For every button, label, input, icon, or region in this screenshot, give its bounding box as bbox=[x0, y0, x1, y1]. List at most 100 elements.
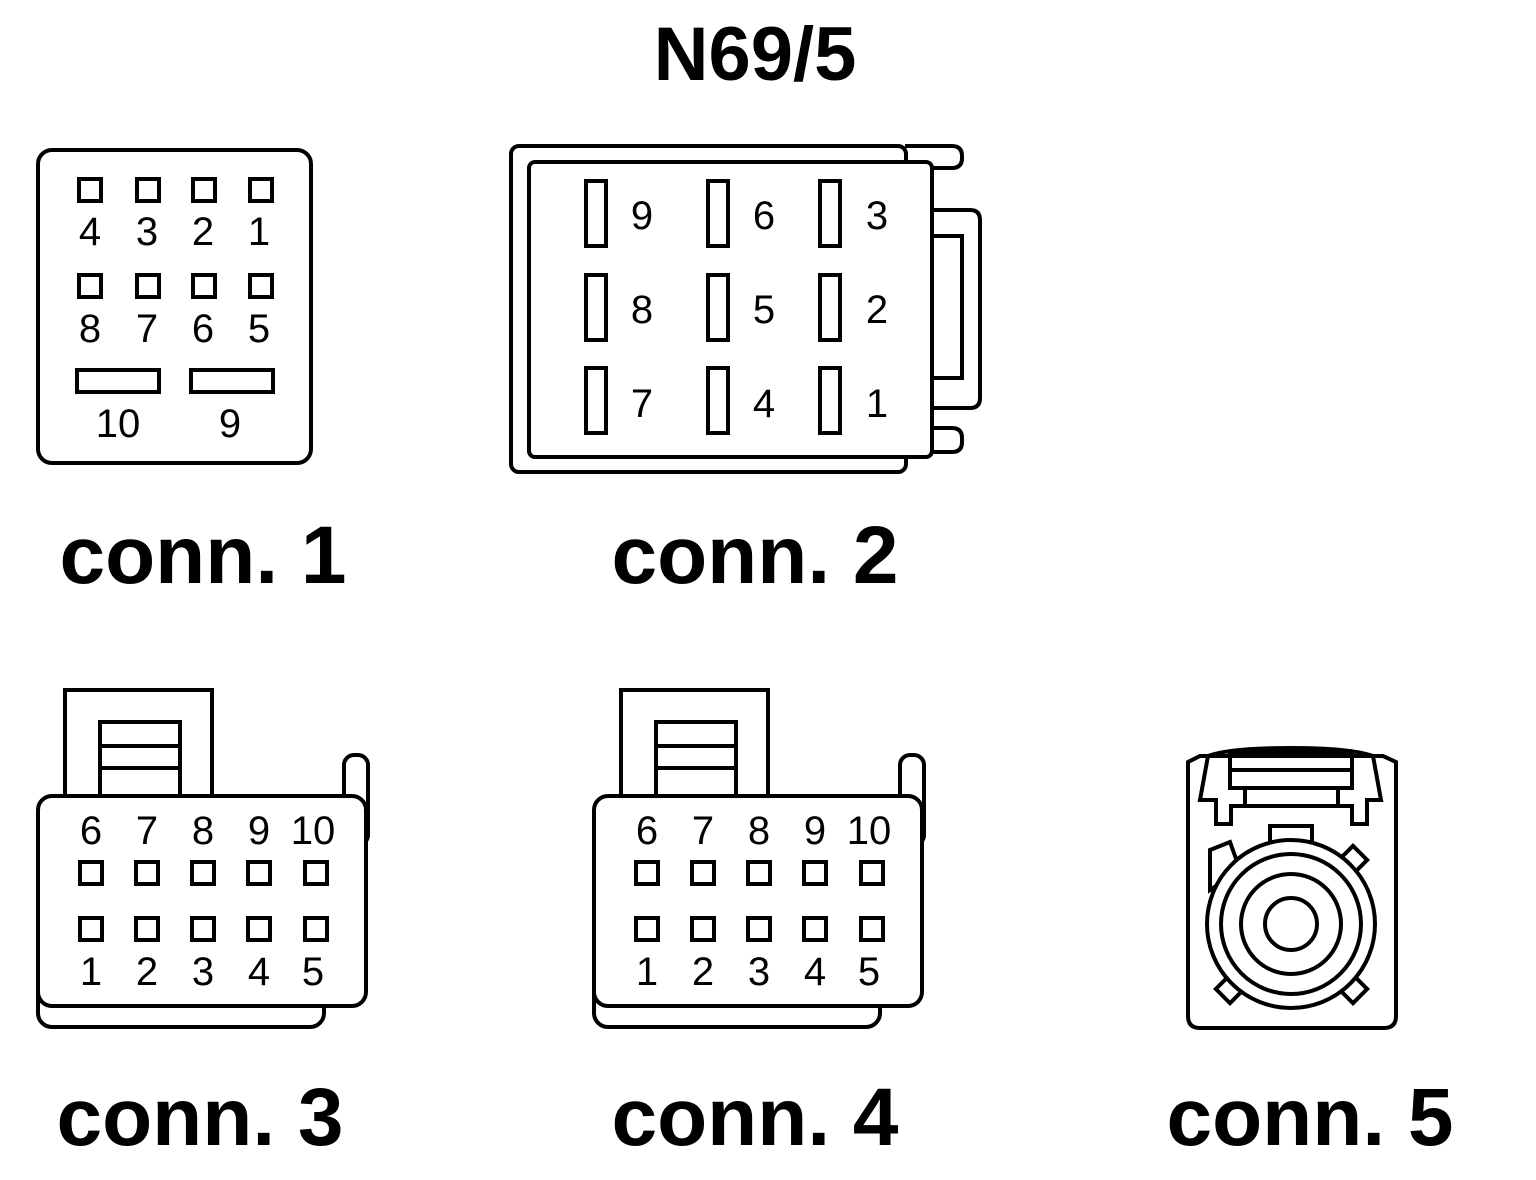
pin-label: 5 bbox=[248, 307, 270, 351]
pin-1-terminal bbox=[78, 916, 104, 942]
pin-label: 6 bbox=[753, 194, 775, 238]
pin-2-terminal bbox=[191, 177, 217, 203]
connector-5-middle-ring bbox=[1219, 852, 1363, 996]
pin-label: 8 bbox=[79, 307, 101, 351]
pin-5-terminal bbox=[303, 916, 329, 942]
pin-7-terminal bbox=[134, 860, 160, 886]
pin-label: 4 bbox=[753, 382, 775, 426]
pin-label: 4 bbox=[248, 950, 270, 994]
pin-label: 8 bbox=[192, 809, 214, 853]
connector-5-label: conn. 5 bbox=[1166, 1072, 1453, 1163]
pin-label: 6 bbox=[192, 307, 214, 351]
connector-3-housing bbox=[36, 794, 368, 1008]
pin-9-terminal bbox=[246, 860, 272, 886]
pin-label: 10 bbox=[291, 809, 336, 853]
pin-label: 1 bbox=[636, 950, 658, 994]
pin-7-terminal bbox=[690, 860, 716, 886]
pin-4-terminal bbox=[77, 177, 103, 203]
pin-4-terminal bbox=[802, 916, 828, 942]
pin-5-terminal bbox=[706, 273, 730, 342]
diagram-title: N69/5 bbox=[654, 12, 857, 97]
pin-2-terminal bbox=[818, 273, 842, 342]
pin-6-terminal bbox=[634, 860, 660, 886]
pin-label: 6 bbox=[80, 809, 102, 853]
pin-label: 8 bbox=[748, 809, 770, 853]
pin-5-terminal bbox=[859, 916, 885, 942]
pin-10-terminal bbox=[303, 860, 329, 886]
pin-label: 7 bbox=[692, 809, 714, 853]
pin-label: 1 bbox=[248, 210, 270, 254]
connector-2-housing bbox=[527, 160, 934, 459]
connector-2-label: conn. 2 bbox=[611, 510, 898, 601]
connector-4-housing bbox=[592, 794, 924, 1008]
connector-2-latch-inner bbox=[930, 234, 964, 380]
pin-9-terminal bbox=[802, 860, 828, 886]
pin-8-terminal bbox=[584, 273, 608, 342]
pin-label: 9 bbox=[631, 194, 653, 238]
pin-label: 10 bbox=[96, 402, 141, 446]
pin-7-terminal bbox=[584, 366, 608, 435]
pin-8-terminal bbox=[190, 860, 216, 886]
pin-9-terminal bbox=[189, 368, 275, 394]
pin-label: 7 bbox=[136, 307, 158, 351]
pin-label: 4 bbox=[804, 950, 826, 994]
pin-10-terminal bbox=[859, 860, 885, 886]
pin-label: 3 bbox=[748, 950, 770, 994]
pin-label: 8 bbox=[631, 288, 653, 332]
pin-label: 5 bbox=[858, 950, 880, 994]
connector-1-label: conn. 1 bbox=[59, 510, 346, 601]
connector-4-lock-slot bbox=[654, 720, 738, 802]
pin-label: 5 bbox=[753, 288, 775, 332]
connector-3-label: conn. 3 bbox=[56, 1072, 343, 1163]
pin-label: 9 bbox=[248, 809, 270, 853]
connector-1-housing bbox=[36, 148, 313, 465]
pin-1-terminal bbox=[248, 177, 274, 203]
connector-4: 6 7 8 9 10 1 2 3 4 5 bbox=[592, 688, 926, 1029]
pin-label: 2 bbox=[866, 288, 888, 332]
pin-8-terminal bbox=[77, 273, 103, 299]
pin-label: 9 bbox=[804, 809, 826, 853]
pin-label: 7 bbox=[136, 809, 158, 853]
pin-4-terminal bbox=[706, 366, 730, 435]
pin-2-terminal bbox=[690, 916, 716, 942]
pin-label: 2 bbox=[136, 950, 158, 994]
connector-5-center-pin bbox=[1263, 896, 1319, 952]
pin-8-terminal bbox=[746, 860, 772, 886]
connector-1: 4 3 2 1 8 7 6 5 10 9 bbox=[36, 148, 313, 465]
pin-label: 2 bbox=[692, 950, 714, 994]
connector-2: 9 8 7 6 5 4 3 2 1 bbox=[509, 144, 982, 474]
connector-5-outer-ring bbox=[1205, 838, 1377, 1010]
connector-2-tab bbox=[905, 426, 964, 454]
pin-label: 9 bbox=[219, 402, 241, 446]
pin-3-terminal bbox=[135, 177, 161, 203]
pin-label: 1 bbox=[866, 382, 888, 426]
pin-1-terminal bbox=[818, 366, 842, 435]
pin-2-terminal bbox=[134, 916, 160, 942]
pin-3-terminal bbox=[818, 179, 842, 248]
pin-10-terminal bbox=[75, 368, 161, 394]
pin-7-terminal bbox=[135, 273, 161, 299]
pin-4-terminal bbox=[246, 916, 272, 942]
pin-3-terminal bbox=[190, 916, 216, 942]
connector-4-label: conn. 4 bbox=[611, 1072, 898, 1163]
pin-6-terminal bbox=[78, 860, 104, 886]
pin-6-terminal bbox=[191, 273, 217, 299]
pin-3-terminal bbox=[746, 916, 772, 942]
pin-label: 2 bbox=[192, 210, 214, 254]
connector-2-tab bbox=[905, 144, 964, 170]
connector-2-latch bbox=[930, 208, 982, 410]
pin-label: 5 bbox=[302, 950, 324, 994]
connector-5-inner-ring bbox=[1239, 872, 1343, 976]
pin-6-terminal bbox=[706, 179, 730, 248]
pin-9-terminal bbox=[584, 179, 608, 248]
pin-label: 10 bbox=[847, 809, 892, 853]
connector-5-housing bbox=[1186, 754, 1398, 1030]
pin-label: 3 bbox=[866, 194, 888, 238]
pin-label: 7 bbox=[631, 382, 653, 426]
pin-label: 3 bbox=[192, 950, 214, 994]
connector-5 bbox=[1186, 745, 1398, 1030]
pin-label: 3 bbox=[136, 210, 158, 254]
pin-5-terminal bbox=[248, 273, 274, 299]
pin-label: 1 bbox=[80, 950, 102, 994]
